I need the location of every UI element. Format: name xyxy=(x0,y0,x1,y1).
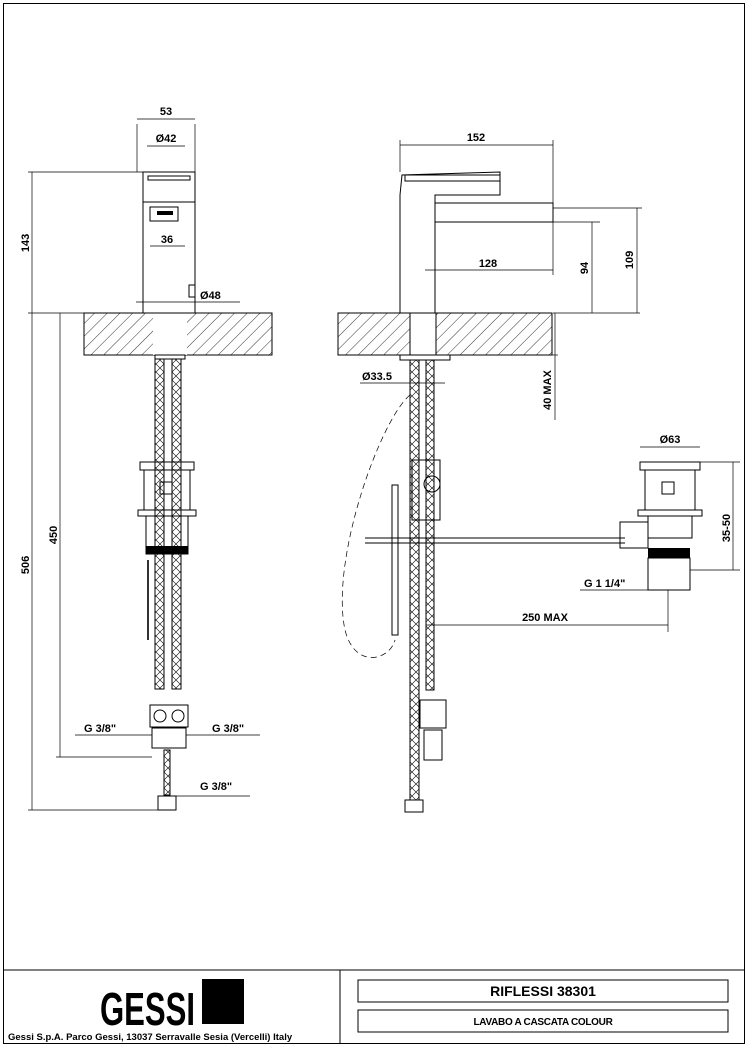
dim-drain-thread: G 1 1/4" xyxy=(584,578,625,590)
drawing-border xyxy=(3,3,745,1044)
dim-spout-reach: 128 xyxy=(479,258,497,270)
product-description: LAVABO A CASCATA COLOUR xyxy=(473,1017,613,1028)
side-view: 152 128 94 109 40 MAX Ø33.5 250 MAX xyxy=(337,132,669,813)
lever-handle xyxy=(149,206,179,222)
connection-label-right: G 3/8" xyxy=(212,723,244,735)
pull-rod-path xyxy=(341,394,411,658)
dim-drain-length: 250 MAX xyxy=(522,612,569,624)
dim-max-thickness: 40 MAX xyxy=(542,369,554,409)
faucet-body xyxy=(142,171,196,314)
logo-text: GESSI xyxy=(100,983,195,1035)
dim-height: 143 xyxy=(20,234,32,252)
connection-label-left: G 3/8" xyxy=(84,723,116,735)
spout xyxy=(434,202,554,223)
product-name: RIFLESSI 38301 xyxy=(490,983,596,999)
dim-spout-height: 94 xyxy=(579,261,591,274)
dim-base-dia: Ø48 xyxy=(200,290,221,302)
drain-cap xyxy=(139,461,195,471)
dim-drain-dia: Ø63 xyxy=(660,434,681,446)
dim-total-height: 506 xyxy=(20,556,32,574)
front-view: 53 Ø42 36 Ø48 143 506 450 G 3/8" G 3/8" … xyxy=(20,106,273,811)
supply-hose-left xyxy=(154,358,165,690)
drain-view: Ø63 35-50 G 1 1/4" xyxy=(580,434,740,591)
supply-hose-right xyxy=(171,358,182,690)
product-description-box xyxy=(357,1009,729,1033)
valve-fitting xyxy=(149,704,189,728)
logo-square xyxy=(202,979,244,1024)
supply-hose-side xyxy=(409,359,420,801)
faucet-body-side xyxy=(399,171,501,314)
dim-width-top: 53 xyxy=(160,106,172,118)
dim-top-height: 109 xyxy=(624,251,636,269)
dim-hole-dia: Ø33.5 xyxy=(362,371,392,383)
dim-dia-top: Ø42 xyxy=(156,133,177,145)
connection-label-bottom: G 3/8" xyxy=(200,781,232,793)
dim-drain-range: 35-50 xyxy=(721,514,733,542)
drain-body xyxy=(644,469,696,511)
dim-below-counter: 450 xyxy=(48,526,60,544)
countertop-section-side xyxy=(337,312,553,356)
product-name-box xyxy=(357,979,729,1003)
dim-lever-width: 36 xyxy=(161,234,173,246)
gessi-logo: GESSI xyxy=(100,979,244,1035)
company-address: Gessi S.p.A. Parco Gessi, 13037 Serraval… xyxy=(8,1032,293,1043)
dim-total-depth: 152 xyxy=(467,132,485,144)
